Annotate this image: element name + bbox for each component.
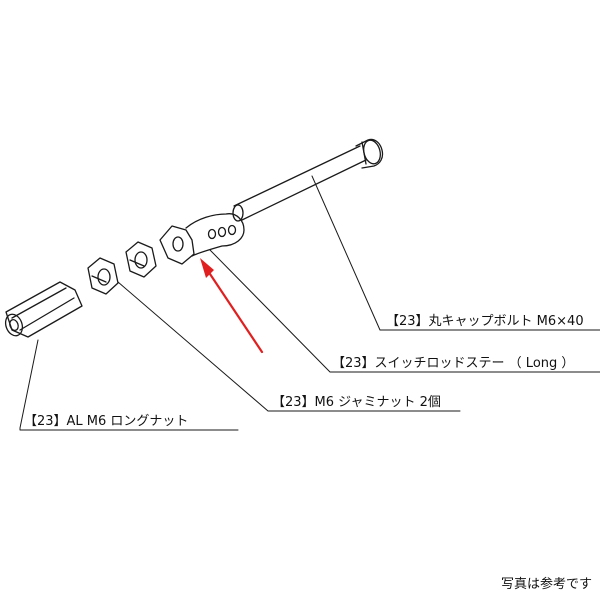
label-jam-nut: 【23】M6 ジャミナット 2個 (272, 395, 441, 410)
label-switch-rod-stay: 【23】スイッチロッドステー （ Long ） (332, 356, 574, 371)
reference-photo-caption: 写真は参考です (500, 577, 592, 592)
switch-rod-stay-part (159, 213, 245, 265)
label-long-nut: 【23】AL M6 ロングナット (24, 414, 188, 429)
label-cap-bolt: 【23】丸キャップボルト M6×40 (386, 314, 584, 329)
leader-lines (19, 175, 600, 431)
long-nut-part (4, 281, 83, 338)
cap-bolt-part (232, 138, 384, 222)
jam-nut-1-part (87, 257, 119, 295)
red-arrow (200, 258, 264, 354)
jam-nut-2-part (125, 241, 157, 278)
